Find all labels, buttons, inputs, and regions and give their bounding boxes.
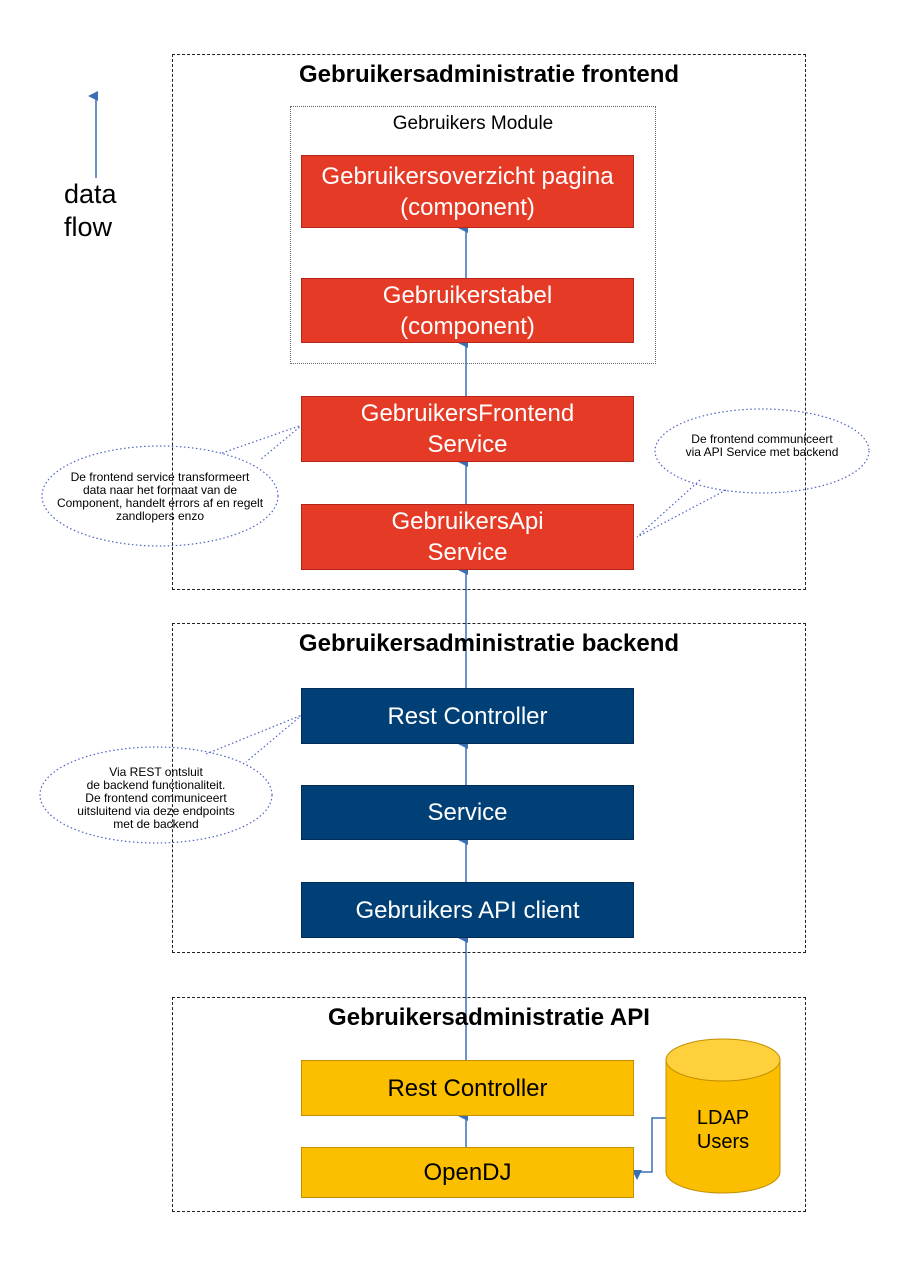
frontend-group: Gebruikersadministratie frontend bbox=[172, 54, 806, 590]
users-module-title: Gebruikers Module bbox=[392, 113, 554, 134]
backend-api-client-box[interactable]: Gebruikers API client bbox=[301, 882, 634, 938]
legend-data-flow-label: data flow bbox=[64, 179, 117, 242]
frontend-title: Gebruikersadministratie frontend bbox=[298, 61, 680, 88]
api-service-box[interactable]: GebruikersApi Service bbox=[301, 504, 634, 570]
frontend-service-box[interactable]: GebruikersFrontend Service bbox=[301, 396, 634, 462]
note-rest-shape bbox=[39, 714, 303, 844]
overview-page-component[interactable]: Gebruikersoverzicht pagina (component) bbox=[301, 155, 634, 228]
note-rest: Via REST ontsluit de backend functionali… bbox=[77, 765, 235, 831]
ldap-users-label: LDAP Users bbox=[696, 1107, 750, 1153]
note-transform: De frontend service transformeert data n… bbox=[56, 470, 264, 523]
opendj-box[interactable]: OpenDJ bbox=[301, 1147, 634, 1198]
api-group: Gebruikersadministratie API bbox=[172, 997, 806, 1212]
note-communicate: De frontend communiceert via API Service… bbox=[685, 432, 839, 459]
arrow-ldap-to-opendj bbox=[632, 1117, 669, 1180]
users-module: Gebruikers Module bbox=[290, 106, 656, 364]
ldap-database-icon bbox=[665, 1038, 781, 1194]
backend-group: Gebruikersadministratie backend bbox=[172, 623, 806, 953]
note-communicate-shape bbox=[636, 408, 870, 538]
api-rest-controller-box[interactable]: Rest Controller bbox=[301, 1060, 634, 1116]
api-title: Gebruikersadministratie API bbox=[328, 1004, 650, 1031]
backend-rest-controller-box[interactable]: Rest Controller bbox=[301, 688, 634, 744]
user-table-component[interactable]: Gebruikerstabel (component) bbox=[301, 278, 634, 343]
backend-service-box[interactable]: Service bbox=[301, 785, 634, 840]
backend-title: Gebruikersadministratie backend bbox=[298, 630, 680, 657]
